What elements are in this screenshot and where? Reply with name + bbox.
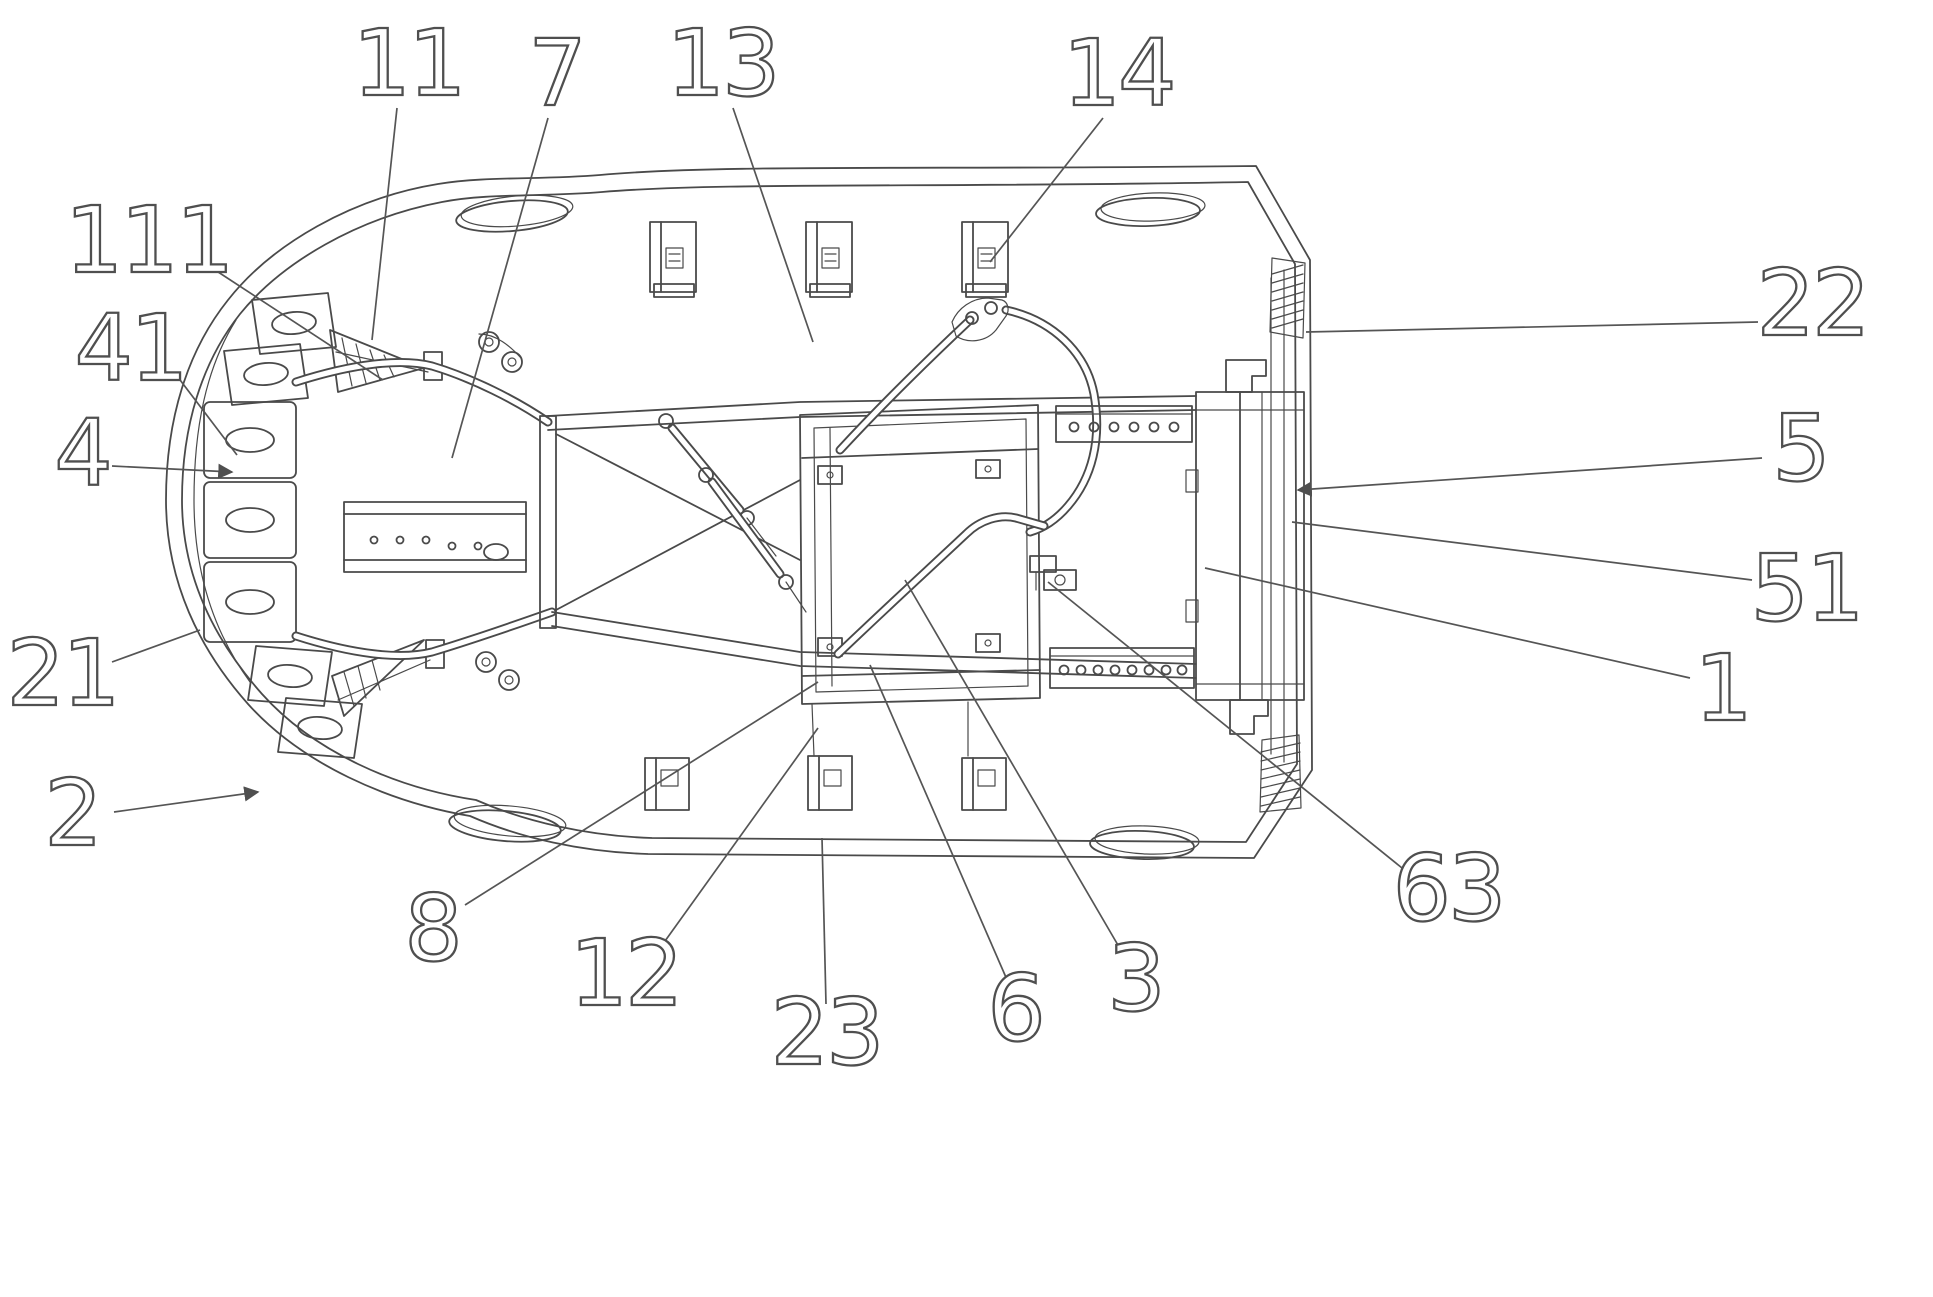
ref-label-41: 41 [74,295,185,402]
ref-label-51: 51 [1750,535,1861,642]
leader-line-111 [211,267,384,381]
ref-label-8: 8 [404,875,460,982]
bottom-mount-tabs [644,755,1007,811]
ref-label-63: 63 [1392,835,1503,942]
handle-slots [448,192,1206,861]
leader-line-14 [989,117,1104,263]
top-mount-tabs [649,221,1009,298]
mount-tab [649,221,697,298]
floor-plate [343,501,527,573]
mount-tab [805,221,853,298]
ref-label-6: 6 [987,955,1043,1062]
leader-line-11 [371,107,398,341]
shock-struts [658,413,807,613]
roll-bar-tubes [833,297,1102,659]
leader-line-63 [1047,581,1403,869]
leader-line-2 [113,786,260,813]
front-bumper-assembly [203,292,445,759]
leader-line-8 [464,681,819,906]
leader-line-4 [111,463,234,479]
ref-label-5: 5 [1772,395,1828,502]
leader-line-7 [451,117,549,459]
ref-label-12: 12 [569,920,680,1027]
ref-label-23: 23 [770,979,881,1086]
leader-line-51 [1291,521,1753,581]
mount-tab [961,757,1007,811]
ref-label-2: 2 [44,760,100,867]
latch-bracket [1029,555,1077,591]
steering-brackets [475,331,523,691]
leader-line-12 [659,727,819,949]
leader-line-1 [1204,567,1691,679]
ref-label-7: 7 [528,20,584,127]
leader-line-21 [111,629,201,663]
ref-label-1: 1 [1694,635,1750,742]
perforated-strips [1049,405,1195,689]
leader-line-6 [869,664,1009,983]
mount-tab [961,221,1009,298]
center-frame [799,404,1041,705]
ref-label-11: 11 [352,10,463,117]
leader-line-23 [821,837,827,1005]
reference-labels: 11 7 13 14 111 41 4 22 5 51 21 1 2 8 63 … [5,9,1871,1087]
leader-line-41 [173,371,238,456]
ref-label-22: 22 [1756,250,1867,357]
ref-label-3: 3 [1107,925,1163,1032]
ref-label-4: 4 [54,400,110,507]
ref-label-13: 13 [666,10,777,117]
mount-tab [807,755,853,811]
body-outline [165,165,1313,859]
rear-frame [1185,359,1305,735]
ref-label-21: 21 [6,620,117,727]
chassis-drawing [165,165,1313,861]
leader-line-22 [1305,321,1759,333]
leader-line-13 [732,107,814,343]
ref-label-14: 14 [1062,20,1173,127]
ref-label-111: 111 [65,187,232,294]
mount-tab [644,757,690,811]
leader-line-5 [1296,457,1763,497]
leader-line-3 [904,579,1123,953]
leader-lines [111,107,1763,1005]
frame-rails [291,358,1197,757]
corner-hatch-panels [1259,257,1306,813]
